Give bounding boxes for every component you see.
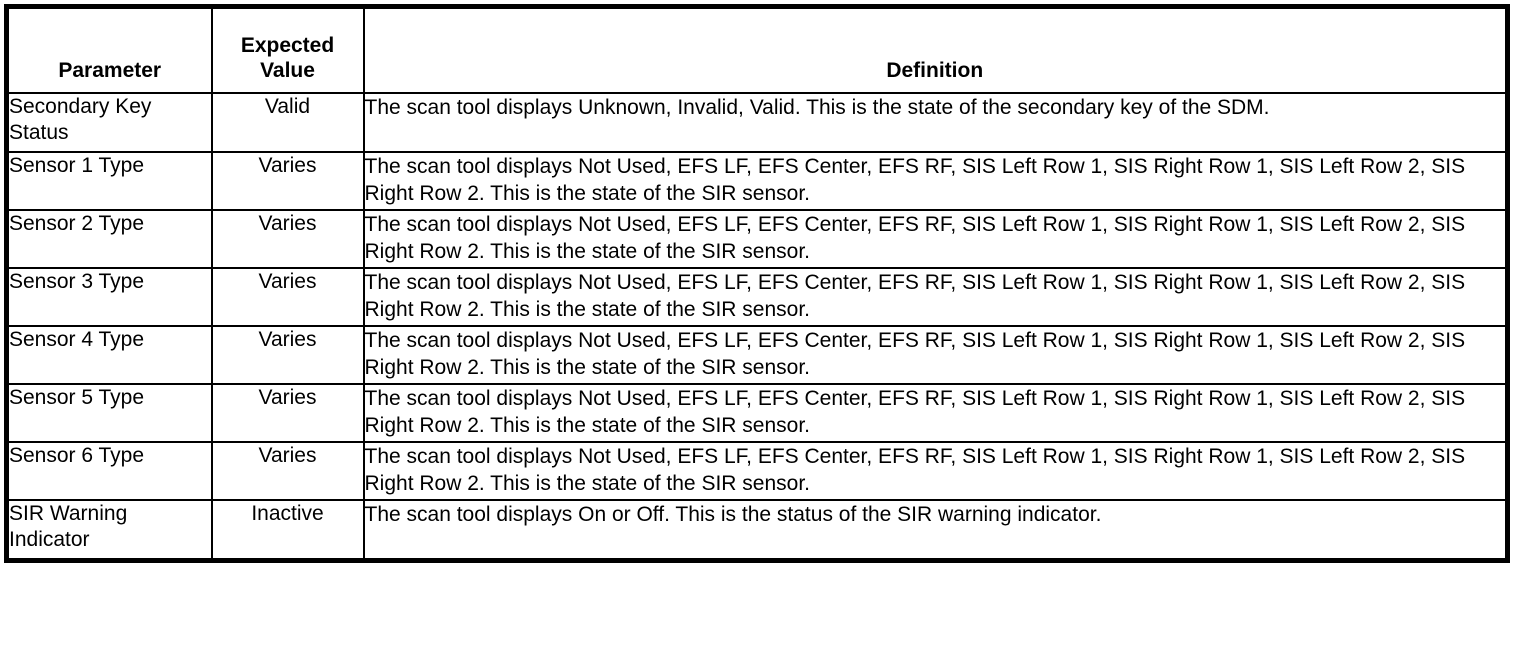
cell-expected-value: Varies [210,441,365,501]
cell-definition: The scan tool displays Unknown, Invalid,… [362,92,1509,153]
scan-tool-parameter-table: Parameter Expected Value Definition Seco… [4,4,1510,563]
cell-definition: The scan tool displays Not Used, EFS LF,… [362,441,1509,501]
table-header: Parameter Expected Value Definition [5,5,1509,94]
table-row: Sensor 2 Type Varies The scan tool displ… [5,209,1509,269]
table-row: SIR Warning Indicator Inactive The scan … [5,499,1509,562]
table-row: Sensor 6 Type Varies The scan tool displ… [5,441,1509,501]
table-row: Sensor 3 Type Varies The scan tool displ… [5,267,1509,327]
cell-expected-value: Varies [210,151,365,211]
column-header-definition: Definition [362,5,1509,94]
cell-parameter: Sensor 2 Type [5,209,213,269]
table-body: Secondary Key Status Valid The scan tool… [5,92,1509,562]
cell-parameter: Sensor 1 Type [5,151,213,211]
column-header-expected-value-line2: Value [260,59,315,82]
cell-parameter: SIR Warning Indicator [5,499,213,562]
cell-definition: The scan tool displays On or Off. This i… [362,499,1509,562]
column-header-expected-value: Expected Value [210,5,365,94]
cell-definition: The scan tool displays Not Used, EFS LF,… [362,151,1509,211]
cell-parameter: Sensor 4 Type [5,325,213,385]
cell-parameter: Sensor 5 Type [5,383,213,443]
cell-parameter: Sensor 3 Type [5,267,213,327]
cell-parameter: Sensor 6 Type [5,441,213,501]
cell-expected-value: Inactive [210,499,365,562]
table-header-row: Parameter Expected Value Definition [5,5,1509,94]
column-header-expected-value-line1: Expected [240,34,335,57]
table-row: Sensor 4 Type Varies The scan tool displ… [5,325,1509,385]
cell-expected-value: Varies [210,209,365,269]
column-header-parameter: Parameter [5,5,213,94]
table-row: Secondary Key Status Valid The scan tool… [5,92,1509,153]
table-row: Sensor 1 Type Varies The scan tool displ… [5,151,1509,211]
cell-expected-value: Varies [210,267,365,327]
cell-expected-value: Valid [210,92,365,153]
table-row: Sensor 5 Type Varies The scan tool displ… [5,383,1509,443]
cell-parameter: Secondary Key Status [5,92,213,153]
cell-expected-value: Varies [210,325,365,385]
cell-definition: The scan tool displays Not Used, EFS LF,… [362,383,1509,443]
cell-expected-value: Varies [210,383,365,443]
cell-definition: The scan tool displays Not Used, EFS LF,… [362,267,1509,327]
cell-definition: The scan tool displays Not Used, EFS LF,… [362,209,1509,269]
cell-definition: The scan tool displays Not Used, EFS LF,… [362,325,1509,385]
